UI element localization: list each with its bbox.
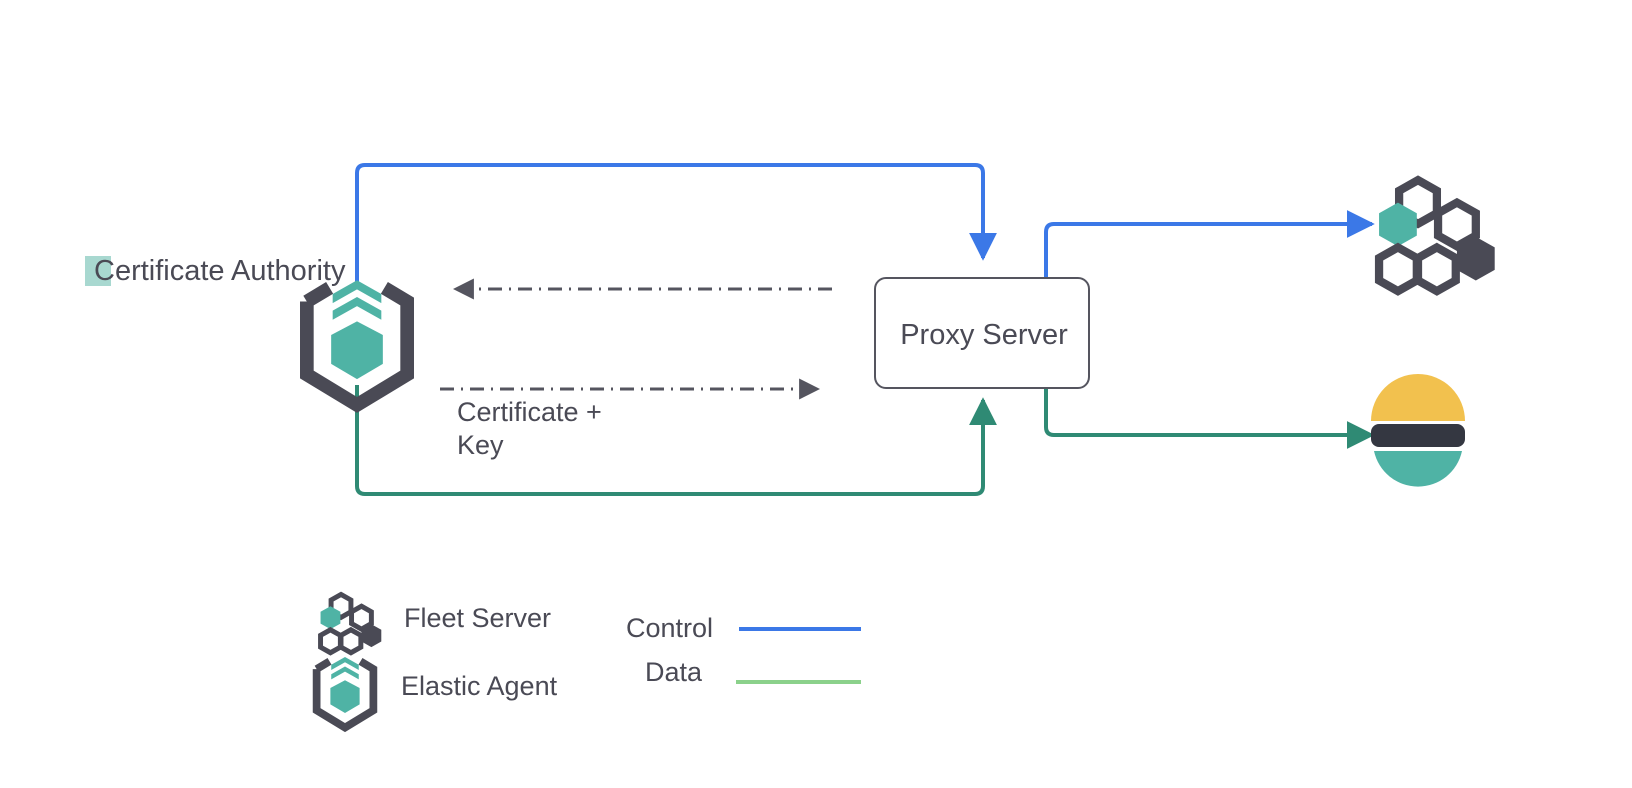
certificate-authority-highlight <box>85 256 111 286</box>
data-edge-agent-to-proxy <box>355 385 997 496</box>
legend-elastic-agent-label: Elastic Agent <box>401 671 558 701</box>
elasticsearch-icon <box>1371 374 1465 487</box>
control-edge-agent-to-proxy <box>355 163 997 288</box>
legend-fleet-server-icon <box>318 591 382 656</box>
legend-control-label: Control <box>626 613 714 643</box>
legend-elastic-agent-icon <box>312 657 378 733</box>
proxy-server-node[interactable]: Proxy Server <box>874 277 1090 389</box>
elastic-agent-icon <box>300 280 414 413</box>
legend-data-label: Data <box>645 657 703 687</box>
certificate-key-edge-label: Certificate + Key <box>457 397 602 460</box>
control-edge-proxy-to-fleet <box>1044 210 1375 277</box>
proxy-server-label: Proxy Server <box>900 318 1068 351</box>
fleet-server-icon <box>1374 175 1495 296</box>
legend-fleet-server-label: Fleet Server <box>404 603 552 633</box>
certificate-authority-label: Certificate Authority <box>94 255 346 287</box>
data-edge-proxy-to-elasticsearch <box>1044 389 1375 449</box>
